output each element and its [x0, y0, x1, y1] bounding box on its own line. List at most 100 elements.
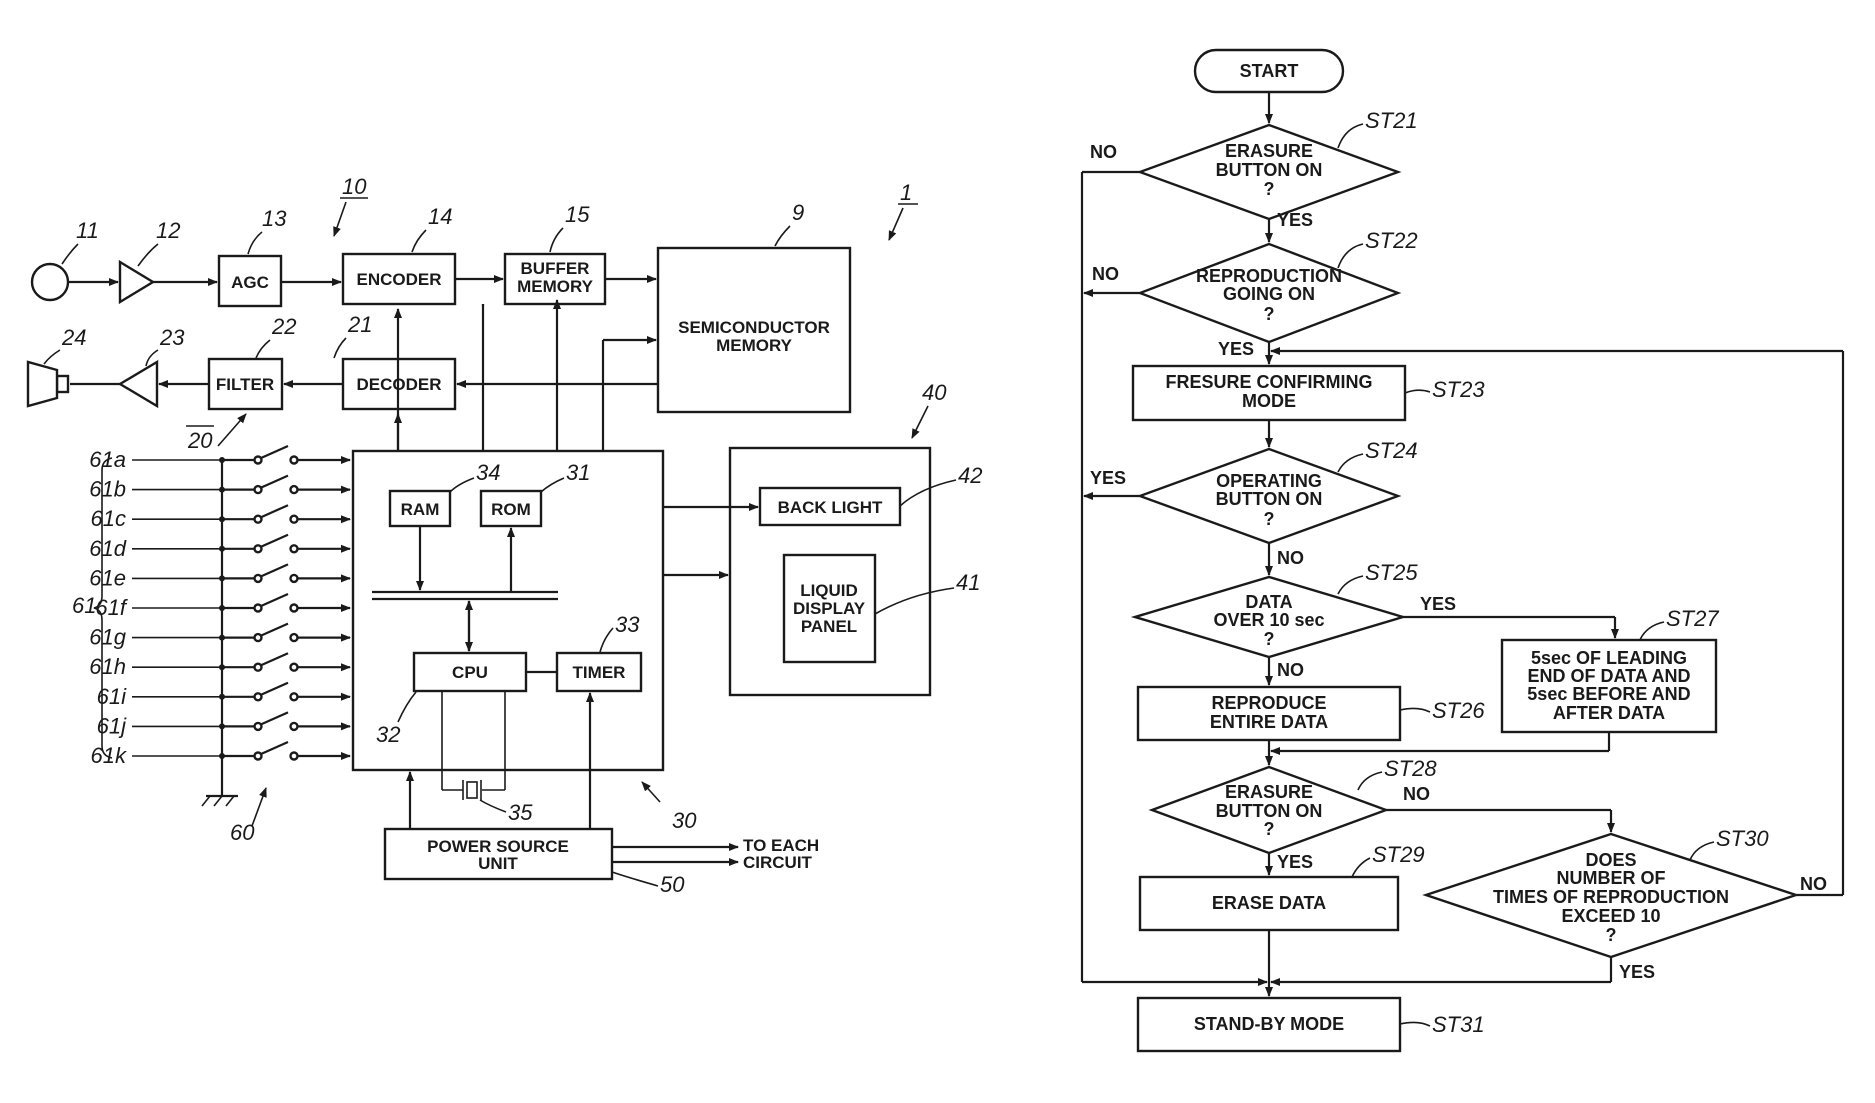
ref-filter: 22	[271, 314, 296, 339]
st28-line-3: ?	[1264, 819, 1275, 839]
ref-recording-section: 10	[342, 174, 367, 199]
st25-no: NO	[1277, 660, 1304, 680]
ref-playback-section: 20	[187, 428, 213, 453]
ref-decoder: 21	[347, 312, 372, 337]
switch-contact	[291, 516, 298, 523]
switch-blade-61g	[261, 624, 288, 636]
switch-blade-61i	[261, 683, 288, 695]
st29-line-1: ERASE DATA	[1212, 893, 1326, 913]
st27-line-3: 5sec BEFORE AND	[1527, 684, 1690, 704]
switch-blade-61d	[261, 535, 288, 547]
st22-ref: ST22	[1365, 228, 1418, 253]
switch-blade-61c	[261, 505, 288, 517]
block-diagram: AGC ENCODER BUFFER MEMORY SEMICONDUCTOR …	[28, 174, 982, 897]
switch-label-61e: 61e	[89, 565, 126, 590]
st24-line-1: OPERATING	[1216, 471, 1322, 491]
st25-ref: ST25	[1365, 560, 1418, 585]
ref-back-light: 42	[958, 463, 982, 488]
st31-ref: ST31	[1432, 1012, 1485, 1037]
st21-line-1: ERASURE	[1225, 141, 1313, 161]
st30-line-4: EXCEED 10	[1561, 906, 1660, 926]
switch-contact	[255, 664, 262, 671]
switch-contact	[255, 723, 262, 730]
st31-line-1: STAND-BY MODE	[1194, 1014, 1344, 1034]
switch-contact	[291, 753, 298, 760]
lcd-label-3: PANEL	[801, 617, 857, 636]
rom-label: ROM	[491, 500, 531, 519]
output-amplifier-icon	[120, 362, 157, 406]
switch-contact	[291, 575, 298, 582]
power-source-label-2: UNIT	[478, 854, 518, 873]
st22-line-1: REPRODUCTION	[1196, 266, 1342, 286]
st24-yes: YES	[1090, 468, 1126, 488]
switch-label-61d: 61d	[89, 536, 126, 561]
st24-ref: ST24	[1365, 438, 1418, 463]
switch-label-61h: 61h	[89, 654, 126, 679]
st30-line-1: DOES	[1585, 850, 1636, 870]
st23-ref: ST23	[1432, 377, 1485, 402]
microphone-icon	[32, 264, 68, 300]
st27-line-2: END OF DATA AND	[1528, 666, 1691, 686]
switch-blade-61f	[261, 594, 288, 606]
st22-line-2: GOING ON	[1223, 284, 1315, 304]
buffer-memory-label-1: BUFFER	[521, 259, 590, 278]
ref-switch-group: 61	[72, 593, 96, 618]
st28-line-2: BUTTON ON	[1216, 801, 1323, 821]
st24-no: NO	[1277, 548, 1304, 568]
to-each-circuit-label-2: CIRCUIT	[743, 853, 813, 872]
switch-contact	[255, 634, 262, 641]
st27-line-4: AFTER DATA	[1553, 703, 1665, 723]
ref-crystal: 35	[508, 800, 533, 825]
switch-contact	[255, 693, 262, 700]
switch-contact	[291, 457, 298, 464]
st26-line-1: REPRODUCE	[1211, 693, 1326, 713]
st25-yes: YES	[1420, 594, 1456, 614]
start-label: START	[1240, 61, 1299, 81]
filter-label: FILTER	[216, 375, 274, 394]
st24-line-2: BUTTON ON	[1216, 489, 1323, 509]
speaker-cone-icon	[28, 362, 57, 406]
semiconductor-memory-label-1: SEMICONDUCTOR	[678, 318, 830, 337]
switch-array: 61a61b61c61d61e61f61g61h61i61j61k	[89, 446, 350, 806]
switch-contact	[255, 486, 262, 493]
st23-line-2: MODE	[1242, 391, 1296, 411]
st22-line-3: ?	[1264, 304, 1275, 324]
st30-line-2: NUMBER OF	[1557, 868, 1666, 888]
st30-ref: ST30	[1716, 826, 1769, 851]
st24-line-3: ?	[1264, 509, 1275, 529]
st21-yes: YES	[1277, 210, 1313, 230]
st26-line-2: ENTIRE DATA	[1210, 712, 1328, 732]
switch-contact	[291, 664, 298, 671]
buffer-memory-label-2: MEMORY	[517, 277, 594, 296]
ref-controller: 30	[672, 808, 697, 833]
switch-blade-61a	[261, 446, 288, 458]
ref-cpu: 32	[376, 722, 400, 747]
st21-line-3: ?	[1264, 179, 1275, 199]
st28-line-1: ERASURE	[1225, 782, 1313, 802]
switch-label-61f: 61f	[95, 595, 128, 620]
st21-ref: ST21	[1365, 108, 1418, 133]
ref-buffer: 15	[565, 202, 590, 227]
st25-line-2: OVER 10 sec	[1213, 610, 1324, 630]
switch-contact	[255, 575, 262, 582]
ref-device: 1	[900, 180, 912, 205]
st22-yes: YES	[1218, 339, 1254, 359]
ref-microphone: 11	[76, 218, 99, 243]
cpu-label: CPU	[452, 663, 488, 682]
switch-contact	[255, 753, 262, 760]
ref-memory: 9	[792, 200, 804, 225]
ref-rom: 31	[566, 460, 590, 485]
switch-blade-61j	[261, 712, 288, 724]
st26-ref: ST26	[1432, 698, 1485, 723]
ref-agc: 13	[262, 206, 287, 231]
switch-blade-61b	[261, 476, 288, 488]
timer-label: TIMER	[573, 663, 626, 682]
ref-display-unit: 40	[922, 380, 947, 405]
st22-no: NO	[1092, 264, 1119, 284]
ref-switches: 60	[230, 820, 255, 845]
switch-contact	[255, 545, 262, 552]
st30-yes: YES	[1619, 962, 1655, 982]
ref-lcd: 41	[956, 570, 980, 595]
